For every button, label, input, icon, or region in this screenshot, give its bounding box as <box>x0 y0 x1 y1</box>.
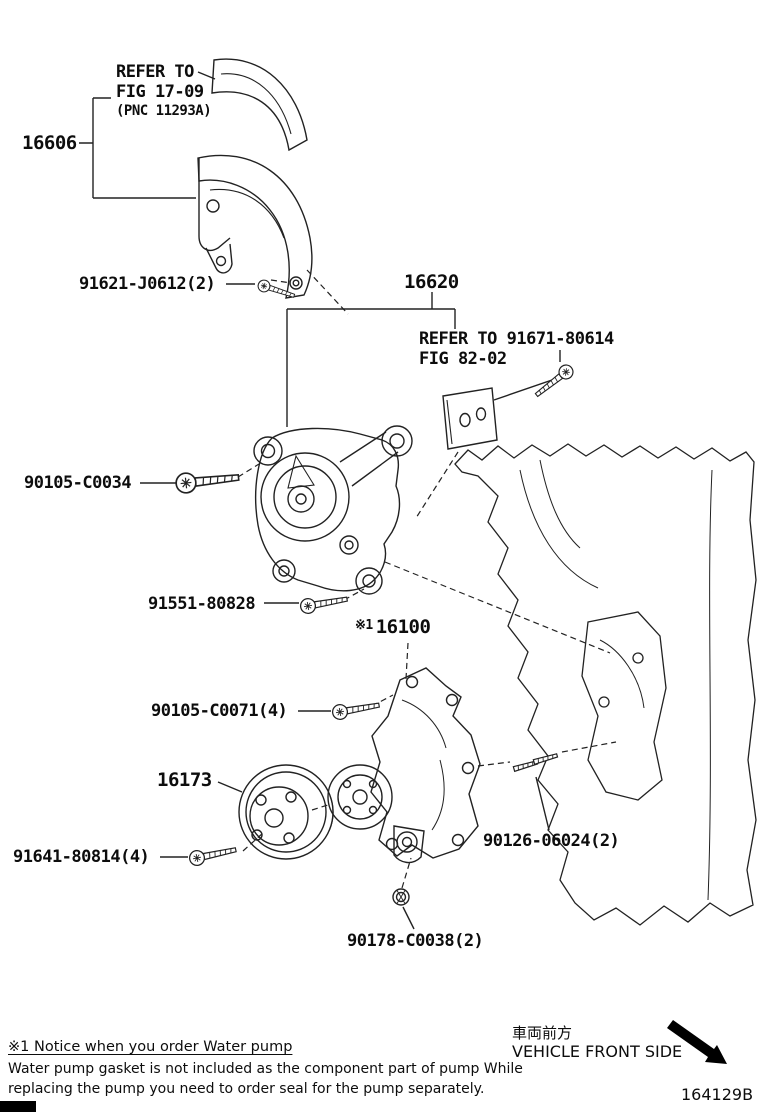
water-pump-number: 16100 <box>375 616 431 638</box>
water-pump-notice-mark: ※1 <box>355 618 373 633</box>
vehicle-front-arrow <box>667 1020 727 1064</box>
callout-16606-belt-cover: 16606 <box>22 132 77 154</box>
callout-90126-stud: 90126-06024(2) <box>483 831 620 851</box>
refer-fig-82-02-line1: REFER TO 91671-80614 <box>419 329 614 349</box>
bolt-icon-91641 <box>187 841 238 868</box>
callout-90105-c0071-bolt: 90105-C0071(4) <box>151 701 288 721</box>
bolt-icon-91551 <box>298 591 349 616</box>
notice-body-line1: Water pump gasket is not included as the… <box>8 1061 523 1077</box>
callout-refer-fig-17-09: REFER TO FIG 17-09 (PNC 11293A) <box>116 62 212 120</box>
callout-90178-nut: 90178-C0038(2) <box>347 931 484 951</box>
tensioner-art <box>253 425 413 595</box>
callout-refer-fig-82-02: REFER TO 91671-80614 FIG 82-02 <box>419 329 614 370</box>
refer-fig-82-02-line2: FIG 82-02 <box>419 349 507 370</box>
refer-fig-17-09-line3: (PNC 11293A) <box>116 102 212 119</box>
water-pump-art <box>327 667 481 864</box>
callout-91641-bolt: 91641-80814(4) <box>13 847 150 867</box>
callout-91551-bolt: 91551-80828 <box>148 594 256 614</box>
bolt-icon-90105-c0071 <box>330 697 381 722</box>
vehicle-front-label-jp: 車両前方 <box>512 1024 573 1042</box>
belt-cover-upper-art <box>211 58 308 152</box>
figure-code: 164129B <box>681 1085 754 1104</box>
vehicle-front-label-en: VEHICLE FRONT SIDE <box>512 1042 683 1061</box>
leader-lines <box>79 71 561 930</box>
callout-90105-c0034-bolt: 90105-C0034 <box>24 473 132 493</box>
callout-91621-bolt: 91621-J0612(2) <box>79 274 216 294</box>
notice-body-line2: replacing the pump you need to order sea… <box>8 1081 485 1097</box>
engine-block-art <box>454 443 757 926</box>
refer-fig-17-09-line1: REFER TO <box>116 62 194 82</box>
notice-title: ※1 Notice when you order Water pump <box>8 1039 293 1055</box>
callout-16173-pulley: 16173 <box>157 769 212 791</box>
callout-16620-tensioner: 16620 <box>404 271 459 293</box>
pulley-art <box>238 764 334 860</box>
cropped-corner-logo <box>0 1101 36 1112</box>
mounting-bracket-art <box>442 387 498 450</box>
bolt-icon-90105-c0034 <box>174 466 241 495</box>
refer-fig-17-09-line2: FIG 17-09 <box>116 82 204 103</box>
nut-icon-90178 <box>392 888 410 906</box>
belt-cover-lower-art <box>197 154 313 299</box>
